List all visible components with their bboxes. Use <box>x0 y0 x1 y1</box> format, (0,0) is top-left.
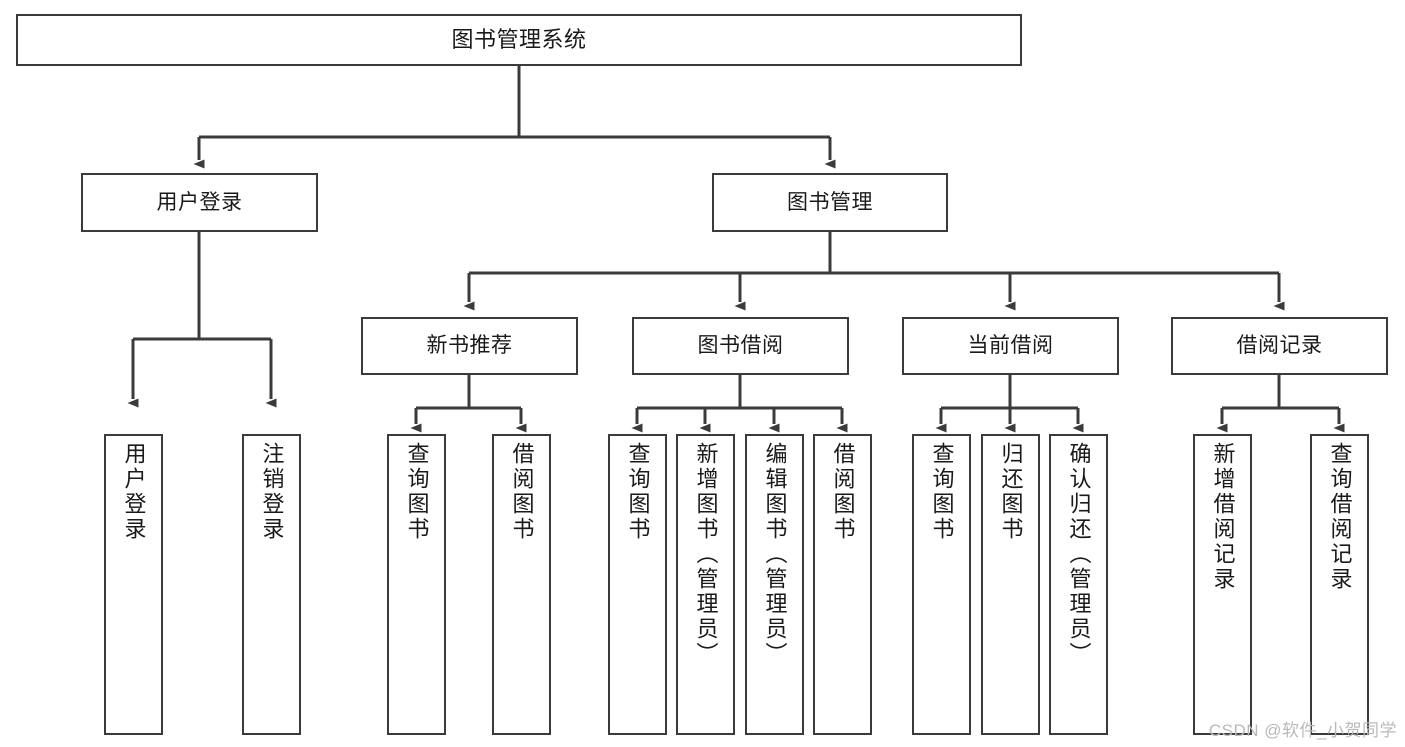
node-new-book-recommend[interactable]: 新书推荐 <box>361 317 578 375</box>
node-leaf-logout-login[interactable]: 注销登录 <box>242 434 301 735</box>
node-leaf-query-book-current[interactable]: 查询图书 <box>912 434 971 735</box>
node-label: 借阅记录 <box>1236 334 1323 358</box>
node-user-login[interactable]: 用户登录 <box>81 173 318 232</box>
node-label: 图书管理系统 <box>451 26 587 52</box>
node-leaf-add-book-admin[interactable]: 新增图书（管理员） <box>676 434 735 735</box>
node-label: 编辑图书（管理员） <box>762 442 788 667</box>
node-label: 新增图书（管理员） <box>693 442 719 667</box>
node-book-management[interactable]: 图书管理 <box>712 173 948 232</box>
node-label: 查询图书 <box>404 442 430 542</box>
node-current-borrow[interactable]: 当前借阅 <box>902 317 1119 375</box>
node-label: 当前借阅 <box>967 334 1054 358</box>
node-label: 查询借阅记录 <box>1327 442 1353 592</box>
node-label: 新书推荐 <box>426 334 513 358</box>
node-leaf-edit-book-admin[interactable]: 编辑图书（管理员） <box>745 434 804 735</box>
node-leaf-query-book-recommend[interactable]: 查询图书 <box>387 434 446 735</box>
node-leaf-confirm-return-admin[interactable]: 确认归还（管理员） <box>1049 434 1108 735</box>
node-leaf-user-login[interactable]: 用户登录 <box>104 434 163 735</box>
node-leaf-add-borrow-record[interactable]: 新增借阅记录 <box>1193 434 1252 735</box>
node-leaf-query-borrow-record[interactable]: 查询借阅记录 <box>1310 434 1369 735</box>
watermark-text: CSDN @软件_小贺同学 <box>1208 721 1397 740</box>
node-leaf-borrow-book[interactable]: 借阅图书 <box>813 434 872 735</box>
node-label: 注销登录 <box>259 442 285 542</box>
node-label: 查询图书 <box>625 442 651 542</box>
node-leaf-query-book-borrow[interactable]: 查询图书 <box>608 434 667 735</box>
node-root-book-management-system[interactable]: 图书管理系统 <box>16 14 1022 66</box>
node-label: 借阅图书 <box>509 442 535 542</box>
node-label: 新增借阅记录 <box>1210 442 1236 592</box>
node-borrow-record[interactable]: 借阅记录 <box>1171 317 1388 375</box>
node-label: 归还图书 <box>998 442 1024 542</box>
node-label: 确认归还（管理员） <box>1066 442 1092 667</box>
node-label: 用户登录 <box>156 190 243 214</box>
node-label: 借阅图书 <box>830 442 856 542</box>
node-book-borrow[interactable]: 图书借阅 <box>632 317 849 375</box>
node-label: 图书管理 <box>787 190 873 214</box>
node-leaf-borrow-book-recommend[interactable]: 借阅图书 <box>492 434 551 735</box>
node-label: 图书借阅 <box>697 334 784 358</box>
node-leaf-return-book[interactable]: 归还图书 <box>981 434 1040 735</box>
node-label: 用户登录 <box>121 442 147 542</box>
node-label: 查询图书 <box>929 442 955 542</box>
